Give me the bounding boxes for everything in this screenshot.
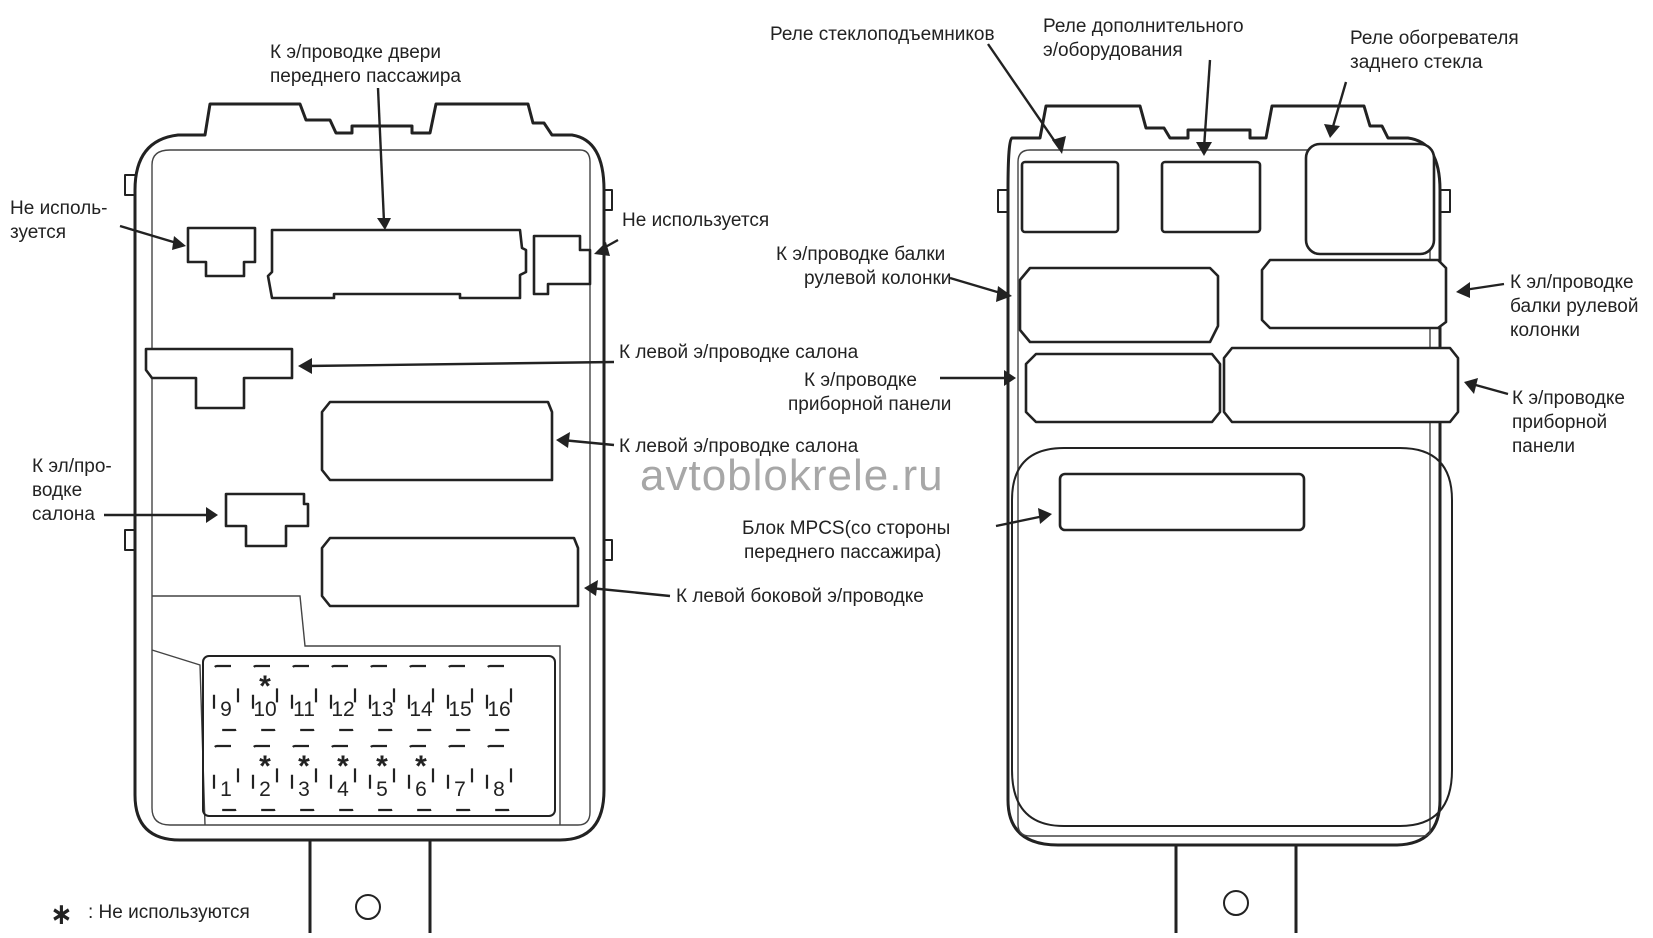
- unused-mark-6: *: [415, 750, 427, 783]
- label-dash-left-1: К э/проводке: [804, 370, 917, 391]
- steering-beam-connector-right: [1260, 258, 1448, 330]
- fuse-slot-1: [212, 744, 240, 812]
- label-steering-beam-left-1: К э/проводке балки: [776, 244, 945, 265]
- mpcs-unit: [1058, 472, 1306, 532]
- door-wiring-connector: [266, 228, 528, 300]
- unused-mark-5: *: [376, 750, 388, 783]
- fuse-slot-13: [368, 664, 396, 732]
- fuse-number-11: 11: [293, 698, 315, 721]
- fuse-row-top: 9 10* 11 12 13 14 15 16: [212, 664, 513, 732]
- watermark: avtoblokrele.ru: [640, 451, 944, 500]
- label-mpcs-1: Блок MPCS(со стороны: [742, 518, 950, 539]
- steering-beam-connector-left: [1018, 266, 1220, 344]
- fuse-number-12: 12: [331, 698, 354, 721]
- rear-defroster-relay: [1304, 142, 1436, 256]
- fuse-number-4: 4: [337, 778, 349, 801]
- fuse-slot-3: [290, 744, 318, 812]
- not-used-connector-right: [532, 234, 592, 296]
- unused-mark-10: *: [259, 670, 271, 703]
- label-not-used-left-2: зуется: [10, 222, 66, 243]
- unused-mark-3: *: [298, 750, 310, 783]
- label-window-relay: Реле стеклоподъемников: [770, 24, 995, 45]
- right-relay-block: [997, 104, 1460, 933]
- label-steering-beam-right-3: колонки: [1510, 320, 1580, 341]
- fuse-number-5: 5: [376, 778, 388, 801]
- label-dash-left-2: приборной панели: [788, 394, 951, 415]
- not-used-connector-left: [186, 226, 257, 278]
- fuse-slot-5: [368, 744, 396, 812]
- label-cabin-wiring-3: салона: [32, 504, 95, 525]
- fuse-number-10: 10: [253, 698, 276, 721]
- fuse-number-3: 3: [298, 778, 310, 801]
- label-not-used-right: Не используется: [622, 210, 769, 231]
- label-left-cabin-1: К левой э/проводке салона: [619, 342, 859, 363]
- fuse-number-15: 15: [448, 698, 471, 721]
- unused-mark-2: *: [259, 750, 271, 783]
- fuse-slot-10: [251, 664, 279, 732]
- label-dash-right-3: панели: [1512, 436, 1575, 457]
- fuse-number-16: 16: [487, 698, 510, 721]
- label-rear-defroster-relay-1: Реле обогревателя: [1350, 28, 1519, 49]
- fuse-slot-8: [485, 744, 513, 812]
- fuse-slot-12: [329, 664, 357, 732]
- legend-symbol: ∗: [50, 898, 73, 931]
- label-left-cabin-2: К левой э/проводке салона: [619, 436, 859, 457]
- left-cabin-connector-1: [144, 347, 294, 410]
- cabin-wiring-connector: [224, 492, 310, 548]
- fuse-slot-11: [290, 664, 318, 732]
- fuse-number-9: 9: [220, 698, 232, 721]
- label-cabin-wiring-2: водке: [32, 480, 82, 501]
- fuse-slot-6: [407, 744, 435, 812]
- label-dash-right-1: К э/проводке: [1512, 388, 1625, 409]
- label-left-side: К левой боковой э/проводке: [676, 586, 924, 607]
- label-mpcs-2: переднего пассажира): [744, 542, 941, 563]
- fuse-number-1: 1: [220, 778, 232, 801]
- label-door-wiring-1: К э/проводке двери: [270, 42, 441, 63]
- fuse-slot-15: [446, 664, 474, 732]
- label-accessory-relay-2: э/оборудования: [1043, 40, 1183, 61]
- label-steering-beam-right-2: балки рулевой: [1510, 296, 1638, 317]
- label-steering-beam-right-1: К эл/проводке: [1510, 272, 1634, 293]
- left-labels: К э/проводке двери переднего пассажира Н…: [10, 42, 924, 931]
- legend-text: : Не используются: [88, 902, 250, 923]
- label-steering-beam-left-2: рулевой колонки: [804, 268, 951, 289]
- label-rear-defroster-relay-2: заднего стекла: [1350, 52, 1483, 73]
- dash-connector-left: [1024, 352, 1222, 424]
- fuse-slot-4: [329, 744, 357, 812]
- fuse-slot-2: [251, 744, 279, 812]
- left-side-connector: [320, 536, 580, 608]
- label-cabin-wiring-1: К эл/про-: [32, 456, 112, 477]
- fuse-slot-16: [485, 664, 513, 732]
- fuse-number-7: 7: [454, 778, 466, 801]
- dash-connector-right: [1222, 346, 1460, 424]
- label-door-wiring-2: переднего пассажира: [270, 66, 461, 87]
- window-relay: [1020, 160, 1120, 234]
- fuse-number-14: 14: [409, 698, 433, 721]
- fuse-number-6: 6: [415, 778, 427, 801]
- unused-mark-4: *: [337, 750, 349, 783]
- label-dash-right-2: приборной: [1512, 412, 1607, 433]
- left-cabin-connector-2: [320, 400, 554, 482]
- fuse-slot-9: [212, 664, 240, 732]
- fuse-slot-7: [446, 744, 474, 812]
- fuse-number-2: 2: [259, 778, 271, 801]
- fuse-number-13: 13: [370, 698, 393, 721]
- right-labels: Реле стеклоподъемников Реле дополнительн…: [742, 16, 1638, 563]
- fuse-number-8: 8: [493, 778, 505, 801]
- accessory-relay: [1160, 160, 1262, 234]
- fuse-slot-14: [407, 664, 435, 732]
- label-accessory-relay-1: Реле дополнительного: [1043, 16, 1244, 37]
- label-not-used-left-1: Не исполь-: [10, 198, 107, 219]
